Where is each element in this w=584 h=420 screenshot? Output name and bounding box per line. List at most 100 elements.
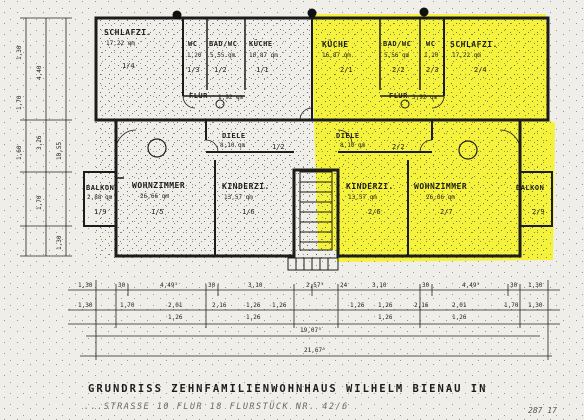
room-area: 16,87 qm: [322, 52, 351, 59]
room-flur-left: FLUR: [189, 92, 208, 100]
room-balkon-left: BALKON: [86, 184, 115, 192]
room-area: 17,22 qm: [106, 40, 135, 47]
handwritten-note: 287 17: [528, 406, 557, 415]
dimension-label: 1,70: [16, 95, 23, 110]
dimension-label: 1,60: [16, 145, 23, 160]
room-kueche-right: KÜCHE: [322, 40, 349, 49]
dimension-label: 30: [422, 282, 430, 289]
dimension-label: 1,30: [78, 282, 93, 289]
dimension-lines: [20, 17, 560, 360]
room-code: 2/7: [440, 208, 453, 216]
room-code: 1/4: [122, 62, 135, 70]
dimension-label: 1,30: [16, 45, 23, 60]
room-wohnzimmer-left: WOHNZIMMER: [132, 181, 186, 190]
walls: [83, 16, 553, 271]
room-schlafzi-right: SCHLAFZI.: [450, 40, 498, 49]
room-area: 13,57 qm: [348, 194, 377, 201]
dimension-label: 10,55: [56, 141, 63, 160]
dimension-label: 1,30: [56, 235, 63, 250]
dimension-total: 21,67⁵: [304, 347, 326, 354]
dimension-label: 1,70: [504, 302, 519, 309]
dimension-label: 4,40: [36, 65, 43, 80]
room-area: 1,92 qm: [218, 94, 244, 101]
dimension-label: 2,57⁵: [306, 282, 325, 289]
dimension-label: 1,30: [528, 282, 543, 289]
dimension-label: 1,26: [272, 302, 287, 309]
dimension-label: 1,26: [246, 314, 261, 321]
room-code: 2/2: [392, 143, 405, 151]
room-code: 1/5: [151, 208, 164, 216]
room-code: 2/9: [532, 208, 545, 216]
dimension-label: 4,49⁵: [160, 282, 179, 289]
room-area: 1,20: [187, 52, 202, 59]
ink-dot: [172, 10, 182, 20]
room-area: 5,56 qm: [384, 52, 410, 59]
room-area: 26,66 qm: [140, 193, 169, 200]
room-code: 2/2: [392, 66, 405, 74]
room-area: 13,57 qm: [224, 194, 253, 201]
room-flur-right: FLUR: [389, 92, 408, 100]
room-area: 26,66 qm: [426, 194, 455, 201]
room-area: 8,10 qm: [340, 142, 366, 149]
room-code: 1/6: [242, 208, 255, 216]
room-diele-right: DIELE: [336, 132, 360, 140]
ink-dot: [307, 8, 317, 18]
room-area: 8,10 qm: [220, 142, 246, 149]
dimension-label: 30: [208, 282, 216, 289]
room-code: 1/2: [272, 143, 285, 151]
room-wohnzimmer-right: WOHNZIMMER: [414, 182, 468, 191]
dimension-label: 2,01: [168, 302, 183, 309]
dimension-label: 2,01: [452, 302, 467, 309]
dimension-label: 30: [510, 282, 518, 289]
dimension-label: 2,16: [212, 302, 227, 309]
room-area: 17,22 qm: [452, 52, 481, 59]
room-kueche-left: KÜCHE: [249, 40, 273, 48]
room-code: 2/6: [368, 208, 381, 216]
dimension-label: 1,30: [528, 302, 543, 309]
dimension-label: 1,70: [36, 195, 43, 210]
dimension-label: 24: [340, 282, 348, 289]
ink-dot: [419, 7, 429, 17]
dimension-label: 1,26: [378, 302, 393, 309]
room-code: 2/3: [426, 66, 439, 74]
room-code: 1/3: [187, 66, 200, 74]
room-code: 1/9: [94, 208, 107, 216]
room-code: 2/1: [340, 66, 353, 74]
room-area: 3,92 qm: [412, 94, 438, 101]
room-area: 2,88 qm: [87, 194, 113, 201]
plan-subtitle: ...STRASSE 10 FLUR 18 FLURSTÜCK NR. 42/6: [84, 402, 349, 412]
dimension-label: 4,49⁵: [462, 282, 481, 289]
dimension-label: 2,16: [414, 302, 429, 309]
dimension-label: 3,26: [36, 135, 43, 150]
room-diele-left: DIELE: [222, 132, 246, 140]
dimension-label: 1,26: [378, 314, 393, 321]
room-badwc-right: BAD/WC: [383, 40, 412, 48]
room-area: 1,20: [424, 52, 439, 59]
dimension-label: 30: [118, 282, 126, 289]
dimension-label: 1,26: [350, 302, 365, 309]
room-wc-right: WC: [426, 40, 436, 48]
room-area: 10,87 qm: [249, 52, 278, 59]
dimension-label: 3,10: [248, 282, 263, 289]
room-wc-left: WC: [188, 40, 198, 48]
room-schlafzi-left: SCHLAFZI.: [104, 28, 152, 37]
dimension-label: 1,26: [168, 314, 183, 321]
dimension-total-inner: 19,07⁵: [300, 327, 322, 334]
room-kinderzi-right: KINDERZI.: [346, 182, 394, 191]
room-code: 1/1: [256, 66, 269, 74]
room-code: 2/4: [474, 66, 487, 74]
room-badwc-left: BAD/WC: [209, 40, 238, 48]
room-code: 1/2: [214, 66, 227, 74]
dimension-label: 1,70: [120, 302, 135, 309]
room-kinderzi-left: KINDERZI.: [222, 182, 270, 191]
dimension-label: 1,26: [452, 314, 467, 321]
plan-title: GRUNDRISS ZEHNFAMILIENWOHNHAUS WILHELM B…: [88, 383, 488, 395]
dimension-label: 1,26: [246, 302, 261, 309]
room-balkon-right: BALKON: [516, 184, 545, 192]
dimension-label: 3,10: [372, 282, 387, 289]
room-area: 5,55 qm: [210, 52, 236, 59]
dimension-label: 1,30: [78, 302, 93, 309]
